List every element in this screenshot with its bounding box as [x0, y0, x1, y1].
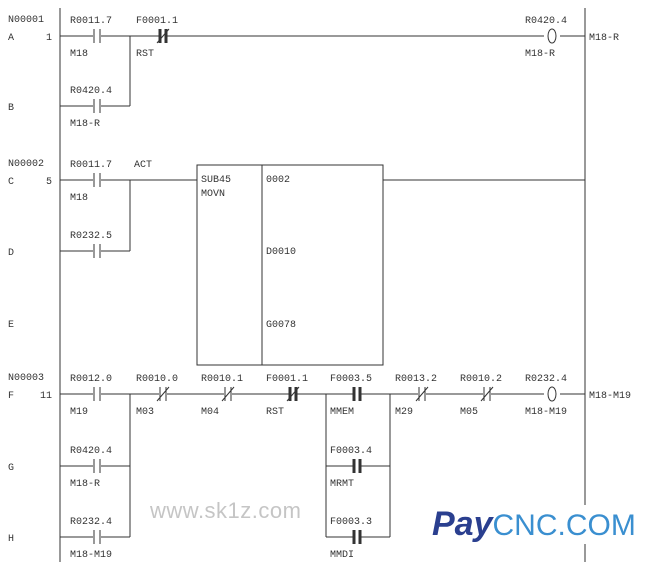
- nc-slash: [286, 386, 300, 402]
- contact-address: R0010.0: [136, 374, 178, 385]
- nc-slash: [221, 386, 235, 402]
- ladder-element-nc: [415, 386, 429, 402]
- contact-symbol: MRMT: [330, 479, 354, 490]
- ladder-element-no: [93, 173, 101, 187]
- contact-symbol: MMEM: [330, 407, 354, 418]
- wire-gap: [93, 174, 101, 186]
- ladder-element-nc: [480, 386, 494, 402]
- contact-symbol: M19: [70, 407, 88, 418]
- wire-gap: [353, 531, 361, 543]
- contact-symbol: M18: [70, 193, 88, 204]
- contact-note: ACT: [134, 160, 152, 171]
- contact-address: R0013.2: [395, 374, 437, 385]
- coil-output-name: M18-M19: [589, 391, 631, 402]
- ladder-element-no-bold: [352, 459, 362, 473]
- contact-address: R0010.1: [201, 374, 243, 385]
- logo-part2: CNC.COM: [492, 509, 636, 542]
- ladder-element-no: [93, 99, 101, 113]
- contact-address: R0232.5: [70, 231, 112, 242]
- function-parameter: 0002: [266, 175, 290, 186]
- wire-gap: [93, 30, 101, 42]
- contact-address: F0001.1: [136, 16, 178, 27]
- contact-symbol: M18-R: [70, 119, 100, 130]
- ladder-element-nc-bold: [156, 28, 170, 44]
- contact-address: F0003.5: [330, 374, 372, 385]
- nc-slash: [156, 386, 170, 402]
- contact-symbol: M05: [460, 407, 478, 418]
- row-letter: F: [8, 391, 14, 402]
- wire-gap: [93, 388, 101, 400]
- ladder-element-no: [93, 244, 101, 258]
- contact-address: R0420.4: [70, 446, 112, 457]
- contact-address: R0011.7: [70, 160, 112, 171]
- ladder-element-coil: [544, 28, 560, 44]
- wire-gap: [353, 388, 361, 400]
- nc-slash: [480, 386, 494, 402]
- contact-symbol: RST: [136, 49, 154, 60]
- contact-symbol: M03: [136, 407, 154, 418]
- row-letter: C: [8, 177, 14, 188]
- coil-output-name: M18-R: [589, 33, 619, 44]
- ladder-element-nc-bold: [286, 386, 300, 402]
- row-letter: B: [8, 103, 14, 114]
- nc-slash: [415, 386, 429, 402]
- rung-step: 1: [46, 33, 52, 44]
- ladder-element-no-bold: [352, 530, 362, 544]
- function-block: [196, 164, 384, 366]
- contact-symbol: M18-R: [70, 479, 100, 490]
- contact-address: R0420.4: [70, 86, 112, 97]
- wire-gap: [93, 245, 101, 257]
- ladder-element-no: [93, 29, 101, 43]
- ladder-element-no: [93, 459, 101, 473]
- contact-symbol: M18-M19: [525, 407, 567, 418]
- contact-symbol: M29: [395, 407, 413, 418]
- row-letter: A: [8, 33, 14, 44]
- rung-number: N00002: [8, 159, 44, 170]
- row-letter: H: [8, 534, 14, 545]
- contact-address: R0420.4: [525, 16, 567, 27]
- contact-symbol: MMDI: [330, 550, 354, 561]
- wire-gap: [93, 460, 101, 472]
- watermark: www.sk1z.com: [150, 498, 302, 523]
- contact-symbol: M18: [70, 49, 88, 60]
- contact-address: R0010.2: [460, 374, 502, 385]
- coil-icon: [547, 28, 557, 44]
- contact-symbol: M04: [201, 407, 219, 418]
- ladder-element-nc: [156, 386, 170, 402]
- contact-symbol: M18-M19: [70, 550, 112, 561]
- rung-step: 11: [40, 391, 52, 402]
- rung-number: N00003: [8, 373, 44, 384]
- contact-symbol: M18-R: [525, 49, 555, 60]
- wire-gap: [353, 460, 361, 472]
- contact-symbol: RST: [266, 407, 284, 418]
- coil-icon: [547, 386, 557, 402]
- wire-gap: [93, 100, 101, 112]
- wire-gap: [93, 531, 101, 543]
- contact-address: R0011.7: [70, 16, 112, 27]
- ladder-element-no: [93, 387, 101, 401]
- rung-step: 5: [46, 177, 52, 188]
- function-parameter: D0010: [266, 247, 296, 258]
- logo-part1: Pay: [432, 505, 493, 543]
- function-name: MOVN: [201, 189, 225, 200]
- rung-number: N00001: [8, 15, 44, 26]
- paycnc-logo: PayCNC.COM: [428, 505, 640, 544]
- contact-address: R0012.0: [70, 374, 112, 385]
- ladder-element-nc: [221, 386, 235, 402]
- contact-address: R0232.4: [525, 374, 567, 385]
- ladder-element-no-bold: [352, 387, 362, 401]
- row-letter: E: [8, 320, 14, 331]
- contact-address: F0003.3: [330, 517, 372, 528]
- function-number: SUB45: [201, 175, 231, 186]
- function-parameter: G0078: [266, 320, 296, 331]
- contact-address: R0232.4: [70, 517, 112, 528]
- ladder-element-no: [93, 530, 101, 544]
- ladder-element-coil: [544, 386, 560, 402]
- row-letter: D: [8, 248, 14, 259]
- nc-slash: [156, 28, 170, 44]
- row-letter: G: [8, 463, 14, 474]
- contact-address: F0001.1: [266, 374, 308, 385]
- contact-address: F0003.4: [330, 446, 372, 457]
